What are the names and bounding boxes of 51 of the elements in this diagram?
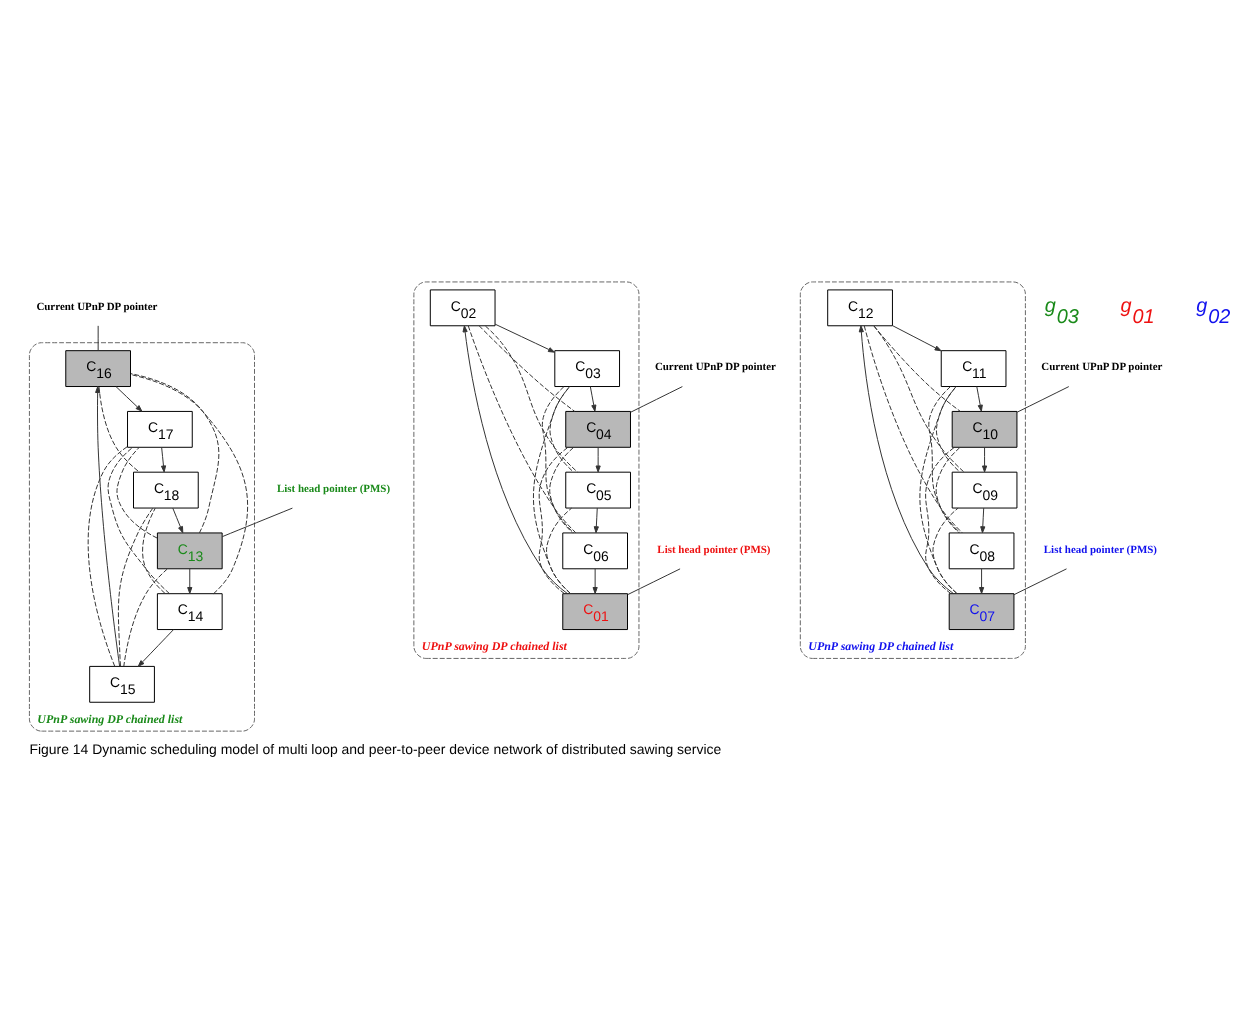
connector [484,324,578,472]
arrow [858,324,955,594]
arrow [980,506,986,533]
arrow [95,385,121,666]
arrow [494,322,555,352]
connector [549,446,574,533]
arrow [595,445,601,472]
arrow [160,445,167,472]
connector [97,324,99,350]
arrow [115,385,143,411]
arrow [982,445,988,472]
connector [123,567,168,666]
connector [541,385,575,533]
arrow [593,506,599,533]
connector [873,324,965,472]
arrow [976,385,983,411]
connector [130,372,220,533]
connector [935,446,961,533]
connector [919,385,958,593]
arrow [462,324,568,593]
connector [107,445,170,593]
connector [627,567,681,595]
arrow [172,506,184,533]
connector [873,324,961,411]
connector [1016,385,1070,412]
arrow [592,567,598,593]
connector [130,373,248,594]
arrow [187,567,193,593]
connector [221,506,293,537]
connector [117,506,154,666]
connector [87,445,128,666]
connector [630,385,683,412]
connector [533,385,571,593]
connector [925,445,955,594]
connector [932,506,959,593]
arrow [137,628,174,666]
arrow [589,385,597,411]
arrow [892,324,942,351]
connector [142,506,166,593]
connector [928,385,961,533]
arrow [979,567,985,593]
connector [478,324,576,411]
connector [467,324,577,533]
connector [935,385,961,472]
connector [546,506,573,593]
connector [1013,567,1068,595]
connector [863,324,963,533]
connector [538,445,569,594]
connector [116,445,158,538]
connector [98,385,140,472]
connector [549,385,574,472]
